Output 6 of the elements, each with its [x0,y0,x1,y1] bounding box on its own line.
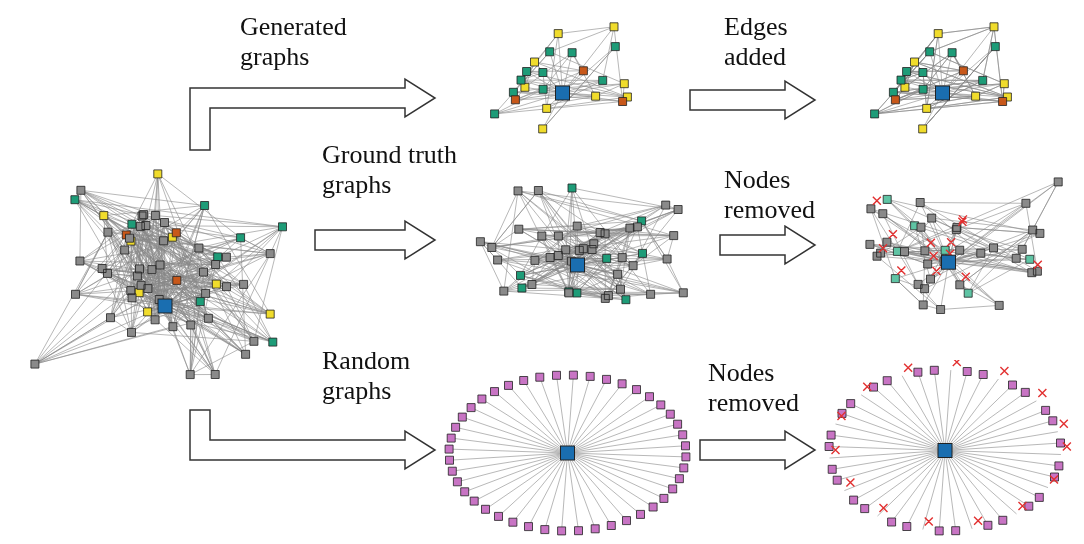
hollow-arrow [699,429,817,471]
hollow-arrow [719,224,817,266]
hollow-arrow [314,219,437,261]
hollow-arrow [189,77,437,151]
hollow-arrow [689,79,817,121]
hollow-arrow [189,409,437,471]
